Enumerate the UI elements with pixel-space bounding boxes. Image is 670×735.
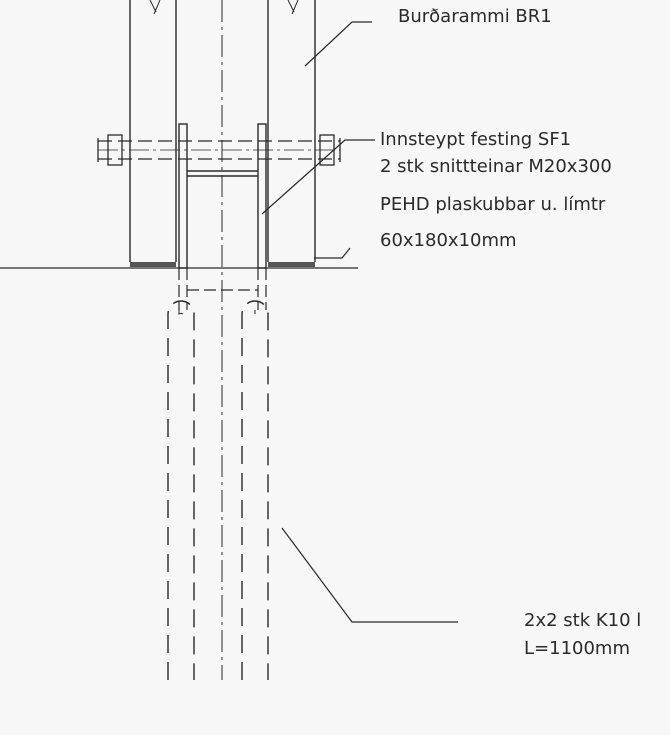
rebar-k10 (167, 300, 269, 680)
label-anchor-blocks: PEHD plaskubbar u. límtr (380, 194, 606, 215)
label-anchor-title: Innsteypt festing SF1 (380, 129, 571, 150)
label-beam: Burðarammi BR1 (398, 6, 552, 27)
label-rebar-length: L=1100mm (524, 638, 630, 659)
beam-br1 (129, 0, 316, 262)
threaded-rods (97, 134, 341, 166)
label-rebar: 2x2 stk K10 l (524, 610, 641, 631)
label-anchor-bolts: 2 stk snittteinar M20x300 (380, 156, 612, 177)
label-anchor-size: 60x180x10mm (380, 230, 517, 251)
leader-lines (261, 21, 458, 623)
pehd-pads (130, 262, 315, 267)
fitting-sf1 (178, 123, 267, 269)
